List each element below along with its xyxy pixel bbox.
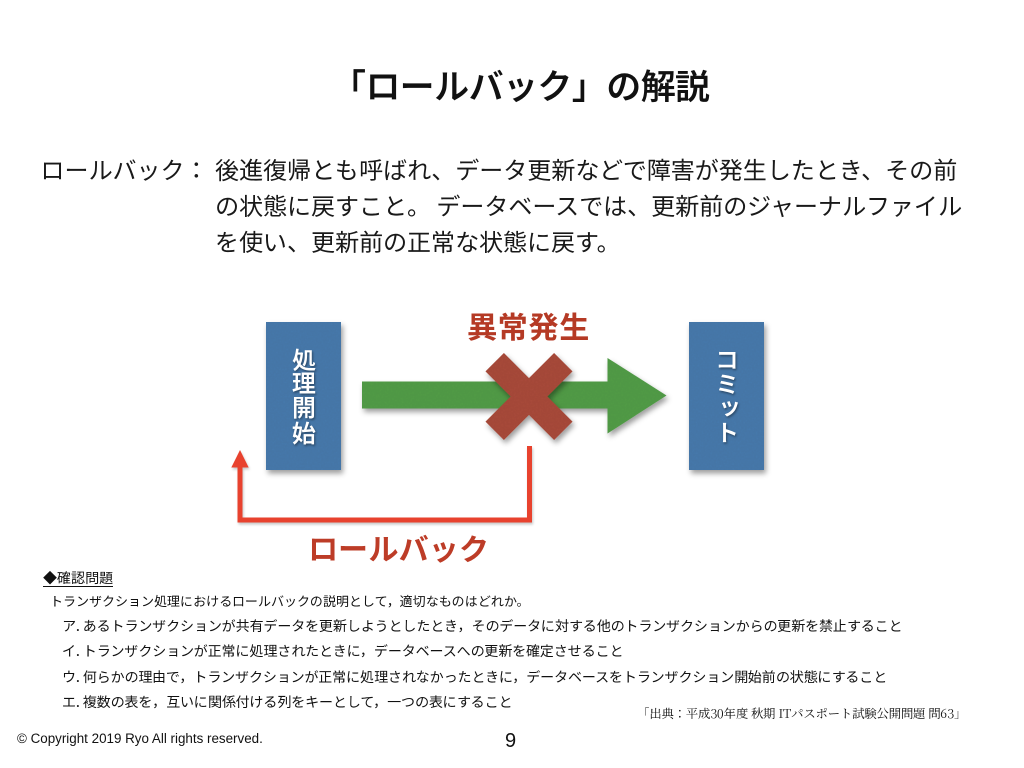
definition-body: 後進復帰とも呼ばれ、データ更新などで障害が発生したとき、その前の状態に戻すこと。…	[215, 151, 962, 259]
quiz-option-u: ウ. 何らかの理由で，トランザクションが正常に処理されなかったときに，データベー…	[62, 666, 888, 687]
start-box-label: 処理開始	[286, 347, 322, 445]
rollback-loop-arrow	[231, 446, 532, 523]
definition-term: ロールバック：	[40, 151, 209, 186]
quiz-question: トランザクション処理におけるロールバックの説明として，適切なものはどれか。	[50, 590, 530, 610]
quiz-heading: ◆確認問題	[43, 567, 113, 588]
definition-line-1: 後進復帰とも呼ばれ、データ更新などで障害が発生したとき、その前	[215, 151, 958, 186]
page-number: 9	[504, 729, 517, 752]
quiz-option-a: ア. あるトランザクションが共有データを更新しようとしたとき，そのデータに対する…	[62, 616, 903, 636]
error-cross-icon	[485, 353, 573, 440]
commit-box	[689, 322, 764, 470]
commit-box-label: コミット	[709, 347, 745, 445]
start-box	[266, 322, 341, 470]
page-title: 「ロールバック」の解説	[331, 59, 710, 110]
definition-line-2: の状態に戻すこと。 データベースでは、更新前のジャーナルファイル	[215, 187, 962, 222]
definition-line-3: を使い、更新前の正常な状態に戻す。	[215, 223, 621, 258]
rollback-label: ロールバック	[308, 524, 490, 569]
quiz-option-e: エ. 複数の表を，互いに関係付ける列をキーとして，一つの表にすること	[62, 691, 513, 712]
copyright-notice: © Copyright 2019 Ryo All rights reserved…	[17, 730, 263, 746]
source-citation: 「出典：平成30年度 秋期 ITパスポート試験公開問題 問63」	[637, 703, 966, 722]
error-label: 異常発生	[467, 303, 590, 347]
quiz-option-i: イ. トランザクションが正常に処理されたときに，データベースへの更新を確定させる…	[62, 641, 624, 662]
